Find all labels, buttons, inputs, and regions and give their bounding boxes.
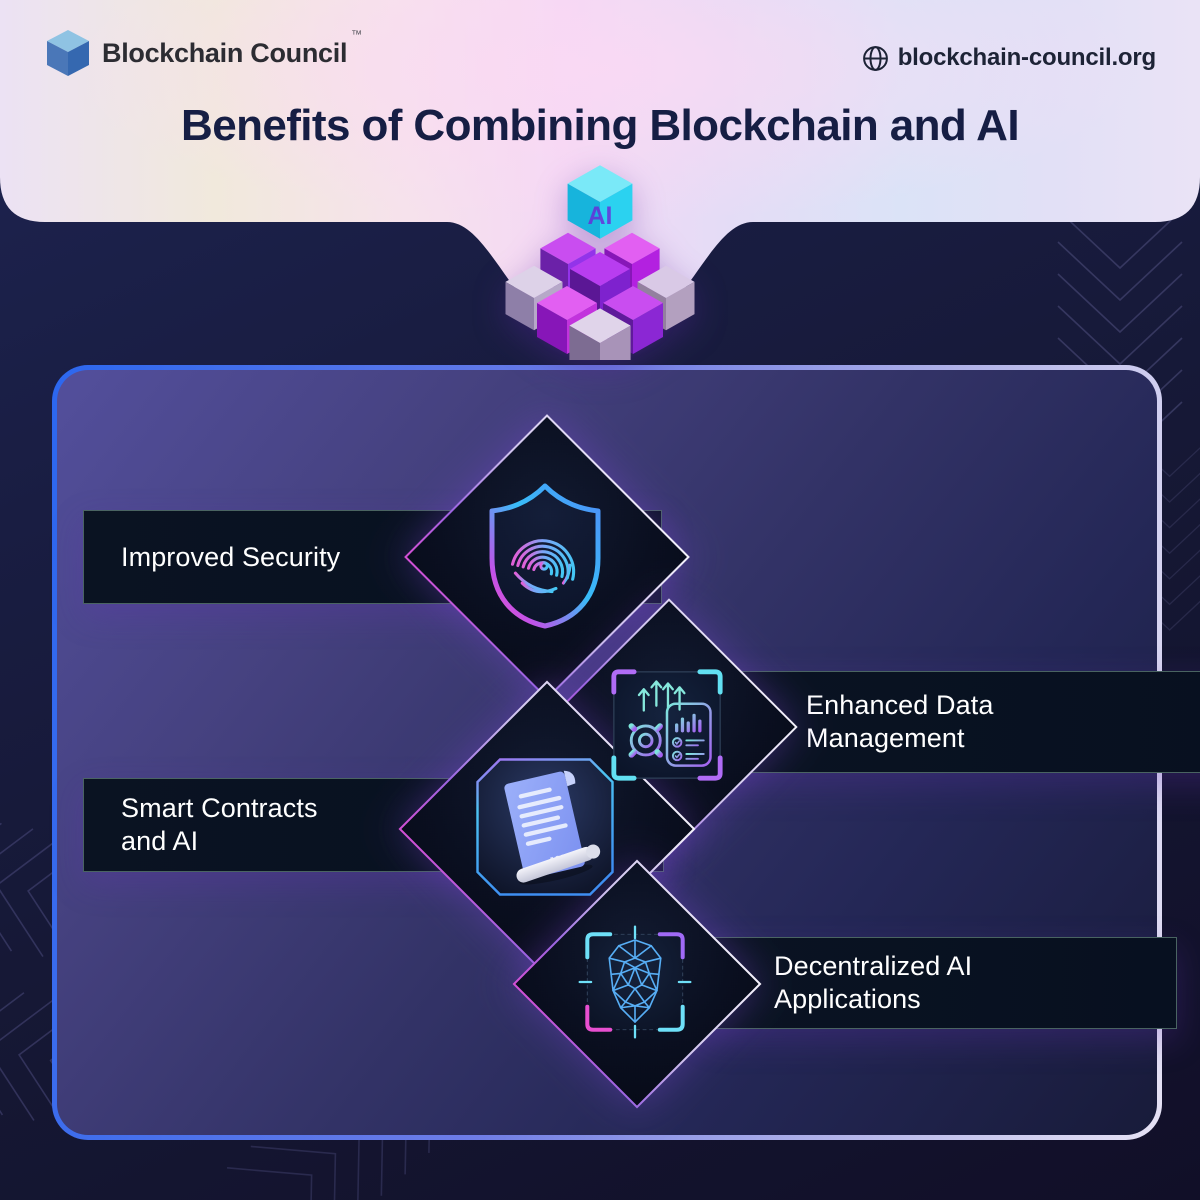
- website-link[interactable]: blockchain-council.org: [862, 44, 1156, 72]
- benefit-label-line: Applications: [774, 984, 921, 1014]
- page-title: Benefits of Combining Blockchain and AI: [181, 101, 1020, 150]
- trademark-symbol: ™: [351, 28, 363, 41]
- smart-contract-scroll-icon: [470, 752, 620, 902]
- shield-fingerprint-icon: [485, 480, 605, 630]
- benefit-label-line: Decentralized AI: [774, 951, 973, 982]
- globe-icon: [862, 45, 888, 71]
- data-management-gear-icon: [609, 667, 725, 783]
- benefit-label-line: Improved Security: [121, 541, 341, 572]
- benefits-panel: Improved Security: [52, 365, 1200, 1140]
- benefit-label-line: Enhanced Data: [806, 690, 994, 721]
- benefit-label-line: and AI: [121, 826, 199, 856]
- brand-logo: Blockchain Council™: [44, 28, 362, 78]
- benefit-bar-decentralized-ai: Decentralized AI Applications: [705, 937, 1177, 1029]
- ai-cube-label: AI: [588, 202, 613, 230]
- cube-logo-icon: [47, 30, 89, 76]
- blockchain-ai-cubes-graphic: AI: [505, 165, 695, 360]
- benefit-label-line: Management: [806, 723, 965, 753]
- benefit-label-line: Smart Contracts: [121, 793, 318, 824]
- website-url: blockchain-council.org: [897, 44, 1157, 71]
- brand-name: Blockchain Council: [102, 37, 348, 68]
- face-recognition-icon: [573, 920, 697, 1044]
